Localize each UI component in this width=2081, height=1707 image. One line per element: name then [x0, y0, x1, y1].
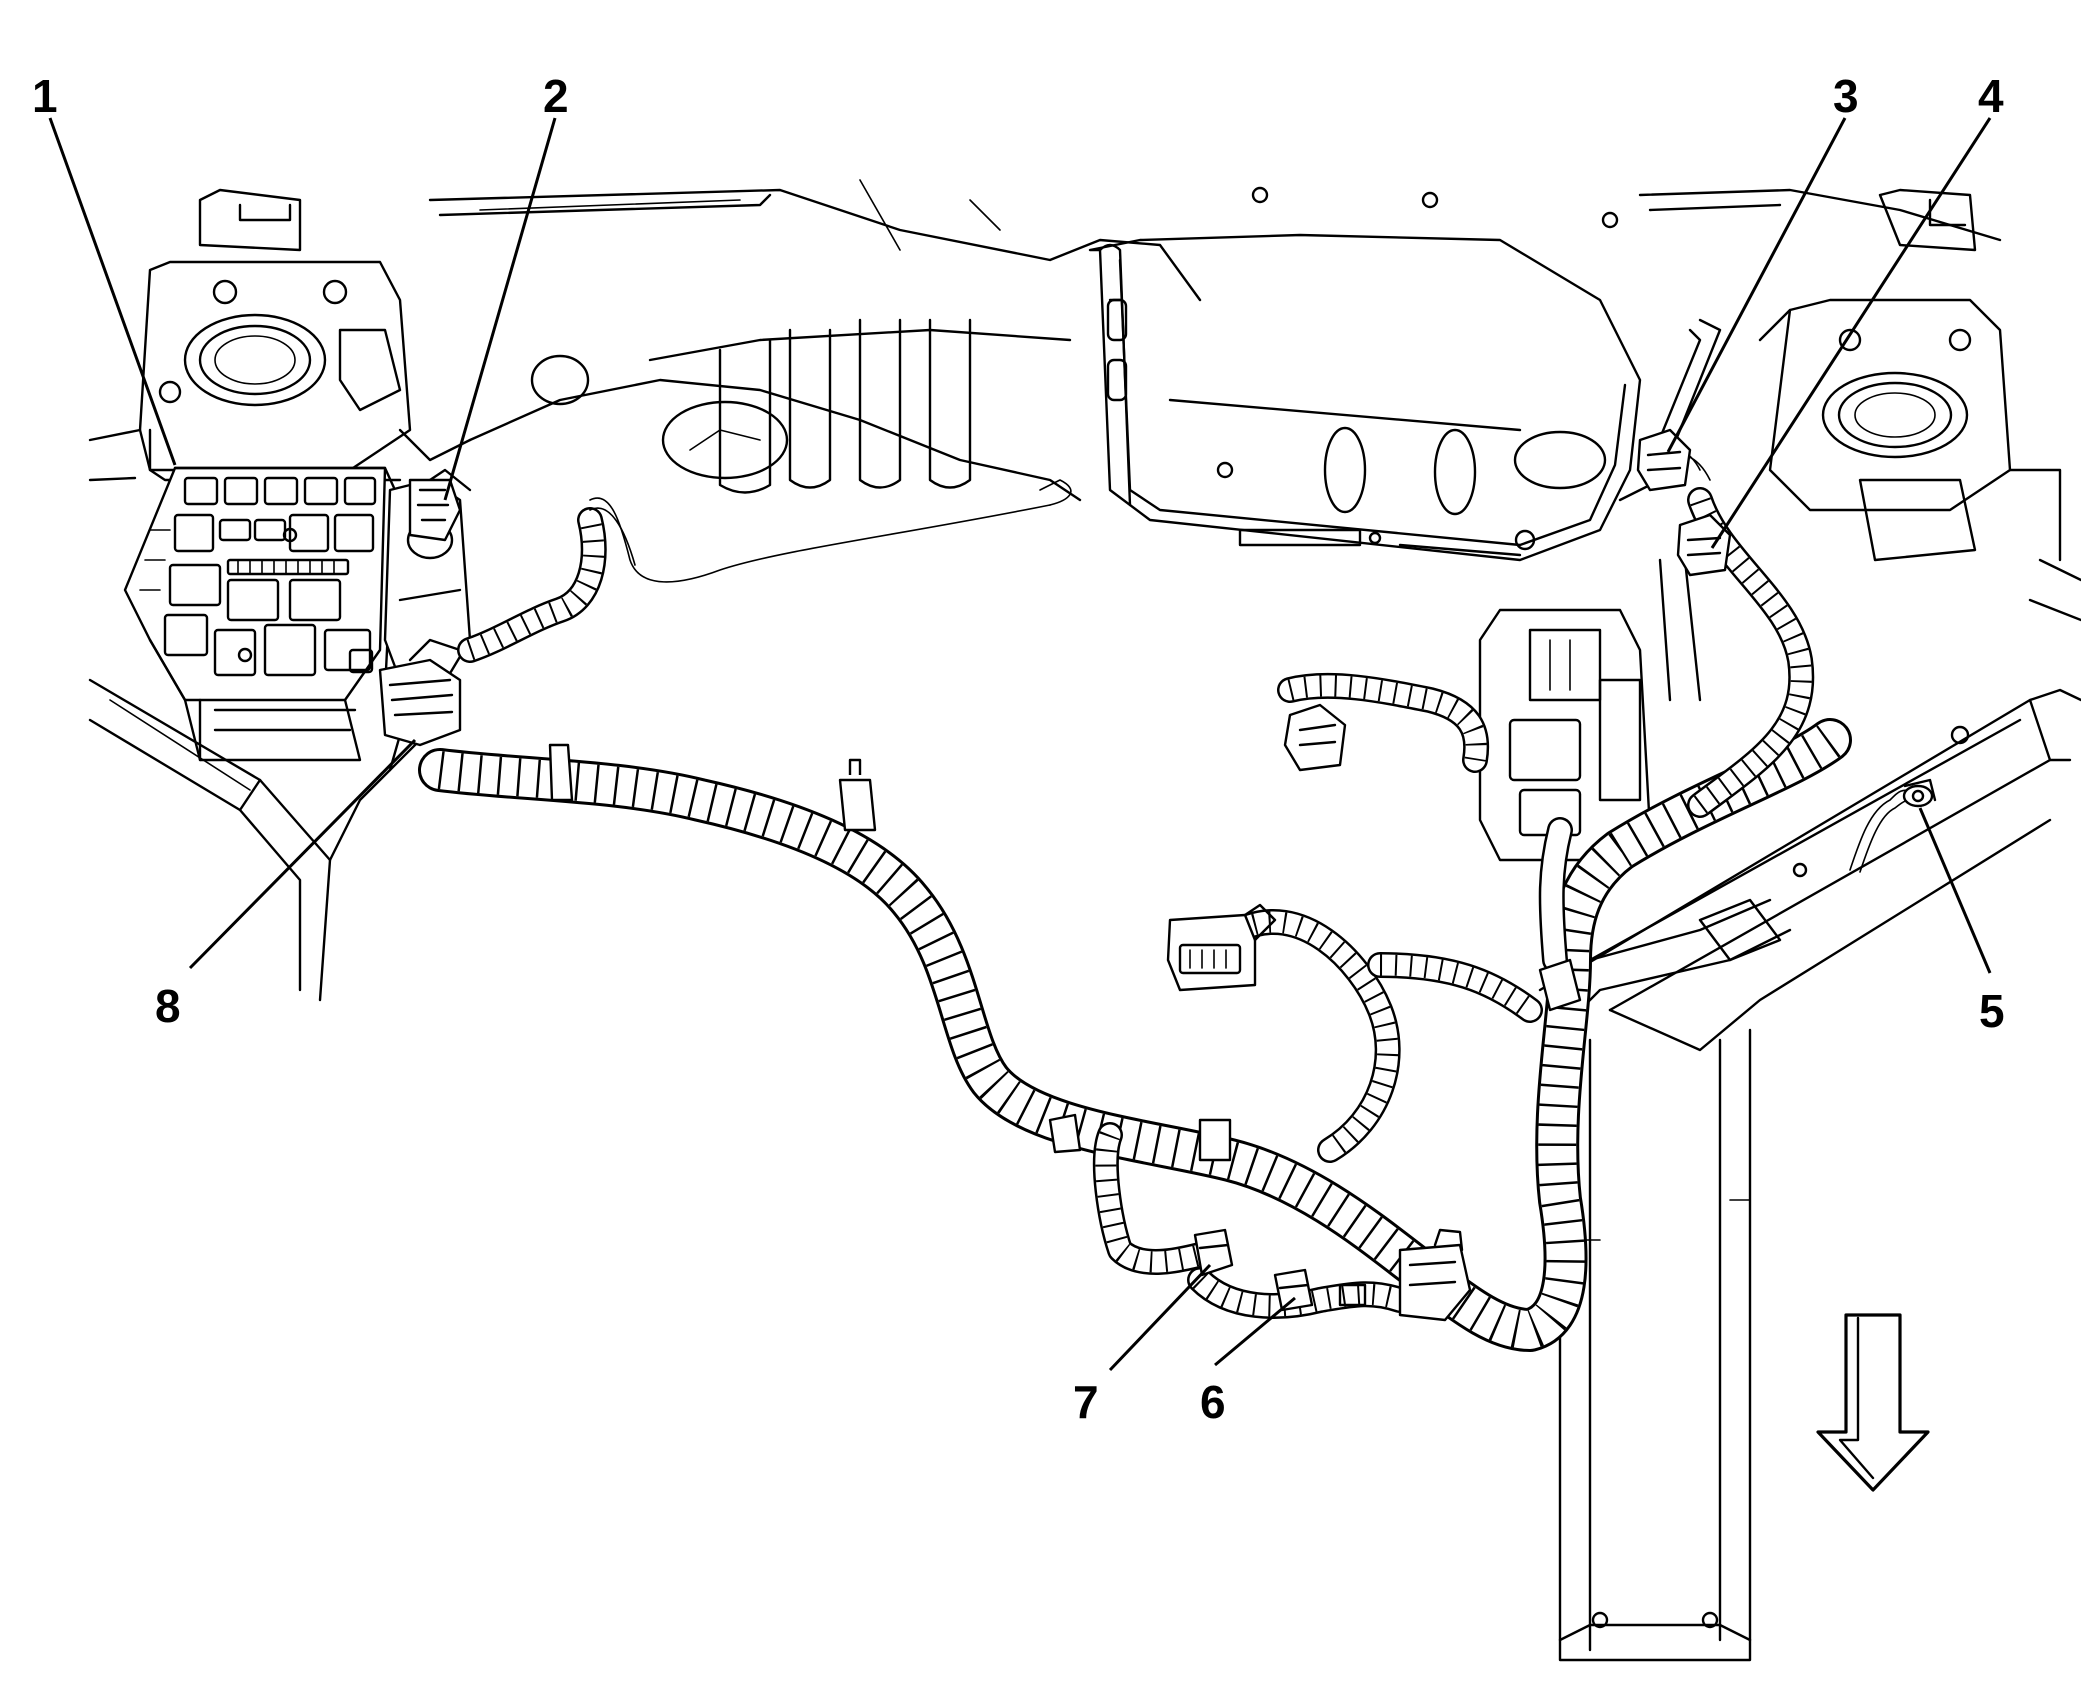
- callout-labels: 1 2 3 4 5 6 7 8: [32, 70, 2005, 1428]
- callout-7: 7: [1073, 1376, 1099, 1428]
- connector-8: [378, 638, 462, 747]
- callout-1: 1: [32, 70, 58, 122]
- leader-6: [1214, 1296, 1296, 1367]
- engine-wiring-harness: [418, 448, 1919, 1352]
- callout-leaders: [48, 117, 1992, 1372]
- fuse-relay-grid: [139, 476, 377, 677]
- underhood-fuse-block: [123, 466, 397, 762]
- connector-6: [1273, 1268, 1367, 1312]
- leader-1: [48, 117, 177, 466]
- leader-2: [443, 117, 557, 501]
- down-arrow-icon: [1816, 1313, 1930, 1492]
- connector-3: [1636, 428, 1692, 492]
- callout-5: 5: [1979, 985, 2005, 1037]
- ground-stud-5: [1902, 778, 1937, 808]
- harness-clips: [548, 743, 1582, 1162]
- callout-2: 2: [543, 70, 569, 122]
- connector-7: [1193, 1228, 1234, 1277]
- leader-7: [1108, 1263, 1212, 1372]
- connector-4: [1676, 513, 1732, 577]
- callout-4: 4: [1978, 70, 2004, 122]
- vehicle-body-structure: [88, 179, 2081, 1662]
- center-connector: [1166, 903, 1277, 992]
- leader-5: [1918, 807, 1992, 974]
- callout-3: 3: [1833, 70, 1859, 122]
- callout-6: 6: [1200, 1376, 1226, 1428]
- leader-3: [1666, 117, 1847, 453]
- upper-center-connector: [1283, 703, 1347, 772]
- leader-8: [188, 738, 417, 970]
- leader-4: [1710, 117, 1992, 549]
- callout-8: 8: [155, 980, 181, 1032]
- lower-harness-connector: [1398, 1228, 1472, 1322]
